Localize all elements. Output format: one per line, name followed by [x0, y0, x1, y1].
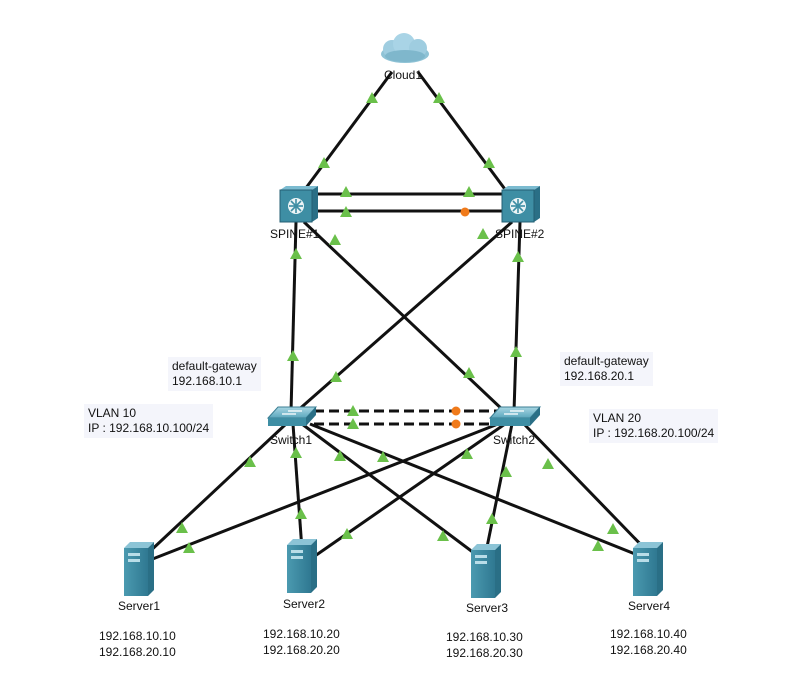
link-up-indicator	[433, 92, 445, 103]
link-up-indicator	[244, 456, 256, 467]
link-blocked-indicator	[451, 406, 461, 416]
link-up-indicator	[500, 466, 512, 477]
link-spine2-switch1[interactable]	[295, 220, 513, 414]
spine2-label: SPINE#2	[495, 227, 545, 241]
gateway1-title: default-gateway	[172, 359, 257, 373]
spine1-label: SPINE#1	[270, 227, 320, 241]
switch1-icon[interactable]	[266, 406, 318, 426]
switch2-label: Switch2	[493, 433, 536, 447]
vlan20-title: VLAN 20	[593, 411, 642, 425]
gateway2-ip: 192.168.20.1	[564, 369, 635, 383]
link-up-indicator	[607, 523, 619, 534]
server1-ip-list: 192.168.10.10 192.168.20.10	[99, 628, 176, 660]
link-cloud-spine1[interactable]	[298, 71, 394, 197]
vlan20-note: VLAN 20 IP : 192.168.20.100/24	[589, 409, 719, 443]
server3-ip-list: 192.168.10.30 192.168.20.30	[446, 629, 523, 661]
link-up-indicator	[512, 251, 524, 262]
link-up-indicator	[330, 371, 342, 382]
cloud-label: Cloud1	[384, 68, 423, 82]
link-up-indicator	[290, 447, 302, 458]
server1-ip-vlan10: 192.168.10.10	[99, 629, 176, 643]
server3-label: Server3	[466, 601, 509, 615]
link-up-indicator	[461, 448, 473, 459]
link-up-indicator	[366, 92, 378, 103]
link-spine2-switch2[interactable]	[512, 221, 522, 413]
server4-ip-list: 192.168.10.40 192.168.20.40	[610, 626, 687, 658]
link-up-indicator	[340, 186, 352, 197]
link-sw1-server2[interactable]	[291, 423, 304, 551]
link-sw2-server4[interactable]	[522, 422, 650, 554]
link-blocked-indicator	[451, 419, 461, 429]
vlan10-ip: IP : 192.168.10.100/24	[88, 421, 210, 435]
server4-icon[interactable]	[633, 542, 663, 596]
server2-ip-list: 192.168.10.20 192.168.20.20	[263, 626, 340, 658]
link-sw2-server1[interactable]	[149, 422, 499, 562]
server3-ip-vlan20: 192.168.20.30	[446, 646, 523, 660]
link-up-indicator	[347, 418, 359, 429]
link-up-indicator	[287, 350, 299, 361]
gateway1-note: default-gateway 192.168.10.1	[168, 357, 261, 391]
link-blocked-indicator	[460, 207, 470, 217]
gateway2-note: default-gateway 192.168.20.1	[560, 352, 653, 386]
link-up-indicator	[542, 458, 554, 469]
server2-ip-vlan10: 192.168.10.20	[263, 627, 340, 641]
server2-label: Server2	[283, 597, 326, 611]
cloud-icon[interactable]	[381, 33, 429, 63]
vlan10-title: VLAN 10	[88, 406, 137, 420]
link-up-indicator	[377, 451, 389, 462]
link-sw1-server1[interactable]	[144, 422, 288, 557]
link-up-indicator	[483, 157, 495, 168]
link-up-indicator	[340, 206, 352, 217]
link-up-indicator	[463, 367, 475, 378]
link-up-indicator	[486, 513, 498, 524]
link-cloud-spine2[interactable]	[416, 71, 512, 197]
server4-label: Server4	[628, 599, 671, 613]
link-up-indicator	[334, 450, 346, 461]
link-up-indicator	[477, 228, 489, 239]
server2-ip-vlan20: 192.168.20.20	[263, 643, 340, 657]
link-up-indicator	[437, 530, 449, 541]
server1-ip-vlan20: 192.168.20.10	[99, 645, 176, 659]
server1-icon[interactable]	[124, 542, 154, 596]
link-up-indicators	[176, 92, 619, 553]
server3-icon[interactable]	[471, 544, 501, 598]
link-sw1-server4[interactable]	[309, 422, 641, 558]
link-up-indicator	[295, 508, 307, 519]
gateway1-ip: 192.168.10.1	[172, 374, 243, 388]
vlan20-ip: IP : 192.168.20.100/24	[593, 426, 715, 440]
server3-ip-vlan10: 192.168.10.30	[446, 630, 523, 644]
switch2-icon[interactable]	[488, 406, 542, 426]
link-up-indicator	[463, 186, 475, 197]
link-up-indicator	[183, 542, 195, 553]
link-up-indicator	[347, 405, 359, 416]
link-sw1-server3[interactable]	[301, 422, 479, 558]
link-up-indicator	[318, 157, 330, 168]
server1-label: Server1	[118, 599, 161, 613]
link-up-indicator	[290, 248, 302, 259]
link-sw2-server3[interactable]	[484, 423, 514, 553]
link-blocked-indicators	[451, 207, 470, 429]
link-up-indicator	[329, 234, 341, 245]
spine1-router-icon[interactable]	[279, 186, 318, 223]
link-up-indicator	[592, 540, 604, 551]
gateway2-title: default-gateway	[564, 354, 649, 368]
link-up-indicator	[341, 528, 353, 539]
link-up-indicator	[176, 522, 188, 533]
server4-ip-vlan10: 192.168.10.40	[610, 627, 687, 641]
switch1-label: Switch1	[270, 433, 313, 447]
vlan10-note: VLAN 10 IP : 192.168.10.100/24	[84, 404, 214, 438]
server4-ip-vlan20: 192.168.20.40	[610, 643, 687, 657]
link-up-indicator	[510, 346, 522, 357]
server2-icon[interactable]	[287, 539, 317, 593]
spine2-router-icon[interactable]	[501, 186, 540, 223]
